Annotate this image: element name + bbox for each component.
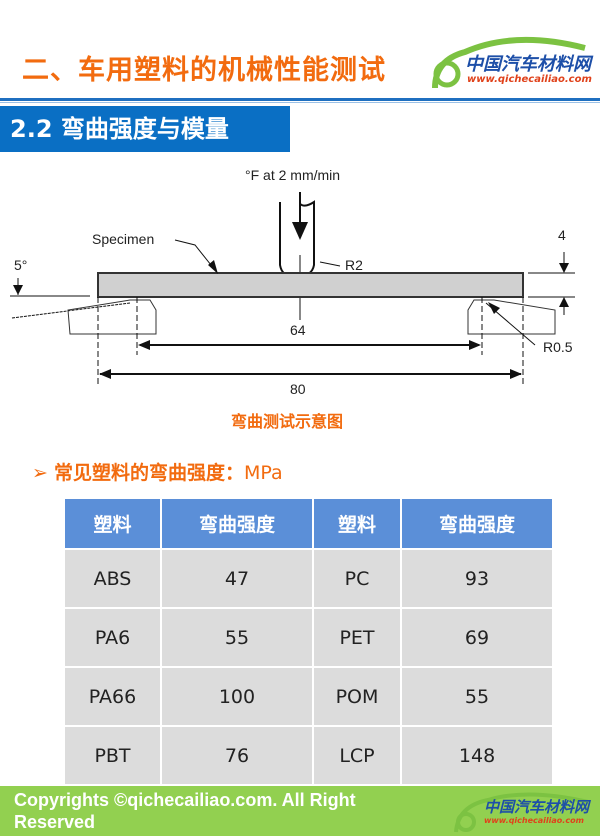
thickness-label: 4 [558,227,566,243]
span-label: 64 [290,322,306,338]
col-header: 塑料 [313,499,401,548]
table-intro: ➢ 常见塑料的弯曲强度：MPa [32,458,283,485]
col-header: 弯曲强度 [161,499,312,548]
logo-name: 中国汽车材料网 [465,54,591,75]
section-heading: 2.2 弯曲强度与模量 [0,106,290,152]
radius-r05-label: R0.5 [543,339,573,355]
specimen-bar [97,272,524,298]
cell: 100 [161,668,312,725]
page-title: 二、车用塑料的机械性能测试 [22,55,386,86]
cell: 47 [161,550,312,607]
cell: 93 [402,550,552,607]
force-arrow-icon [292,222,308,240]
angle-label: 5° [14,257,27,273]
cell: 76 [161,727,312,784]
header-divider [0,98,600,101]
logo-name: 中国汽车材料网 [484,798,590,816]
length-label: 80 [290,381,306,397]
cell: 55 [161,609,312,666]
cell: PBT [65,727,160,784]
cell: LCP [313,727,401,784]
right-support [467,299,556,335]
header-divider-light [0,102,600,103]
footer-logo: 中国汽车材料网 www.qichecailiao.com [448,792,598,834]
cell: PET [313,609,401,666]
footer-bar [0,786,600,836]
radius-r2-label: R2 [345,257,363,273]
logo-swoosh-icon [432,36,586,89]
cell: ABS [65,550,160,607]
bullet-label: 常见塑料的弯曲强度： [53,462,244,484]
col-header: 弯曲强度 [402,499,552,548]
loading-nose [279,200,315,279]
cell: POM [313,668,401,725]
bullet-arrow-icon: ➢ [32,462,48,484]
cell: PA66 [65,668,160,725]
site-logo: 中国汽车材料网 www.qichecailiao.com [425,30,595,92]
footer-copyright: Copyrights ©qichecailiao.com. All Right … [14,790,356,832]
cell: PA6 [65,609,160,666]
cell: 55 [402,668,552,725]
col-header: 塑料 [65,499,160,548]
cell: 148 [402,727,552,784]
force-label: °F at 2 mm/min [245,167,340,183]
diagram-caption: 弯曲测试示意图 [230,412,343,431]
flexural-test-diagram: °F at 2 mm/min R2 Specimen 5° 4 R0.5 64 … [10,167,575,397]
cell: 69 [402,609,552,666]
table-header-row: 塑料 弯曲强度 塑料 弯曲强度 [65,499,552,548]
logo-swoosh-icon [454,792,589,833]
specimen-label: Specimen [92,231,154,247]
bullet-unit: MPa [243,462,283,484]
logo-url: www.qichecailiao.com [467,74,592,85]
logo-url: www.qichecailiao.com [484,816,584,825]
cell: PC [313,550,401,607]
